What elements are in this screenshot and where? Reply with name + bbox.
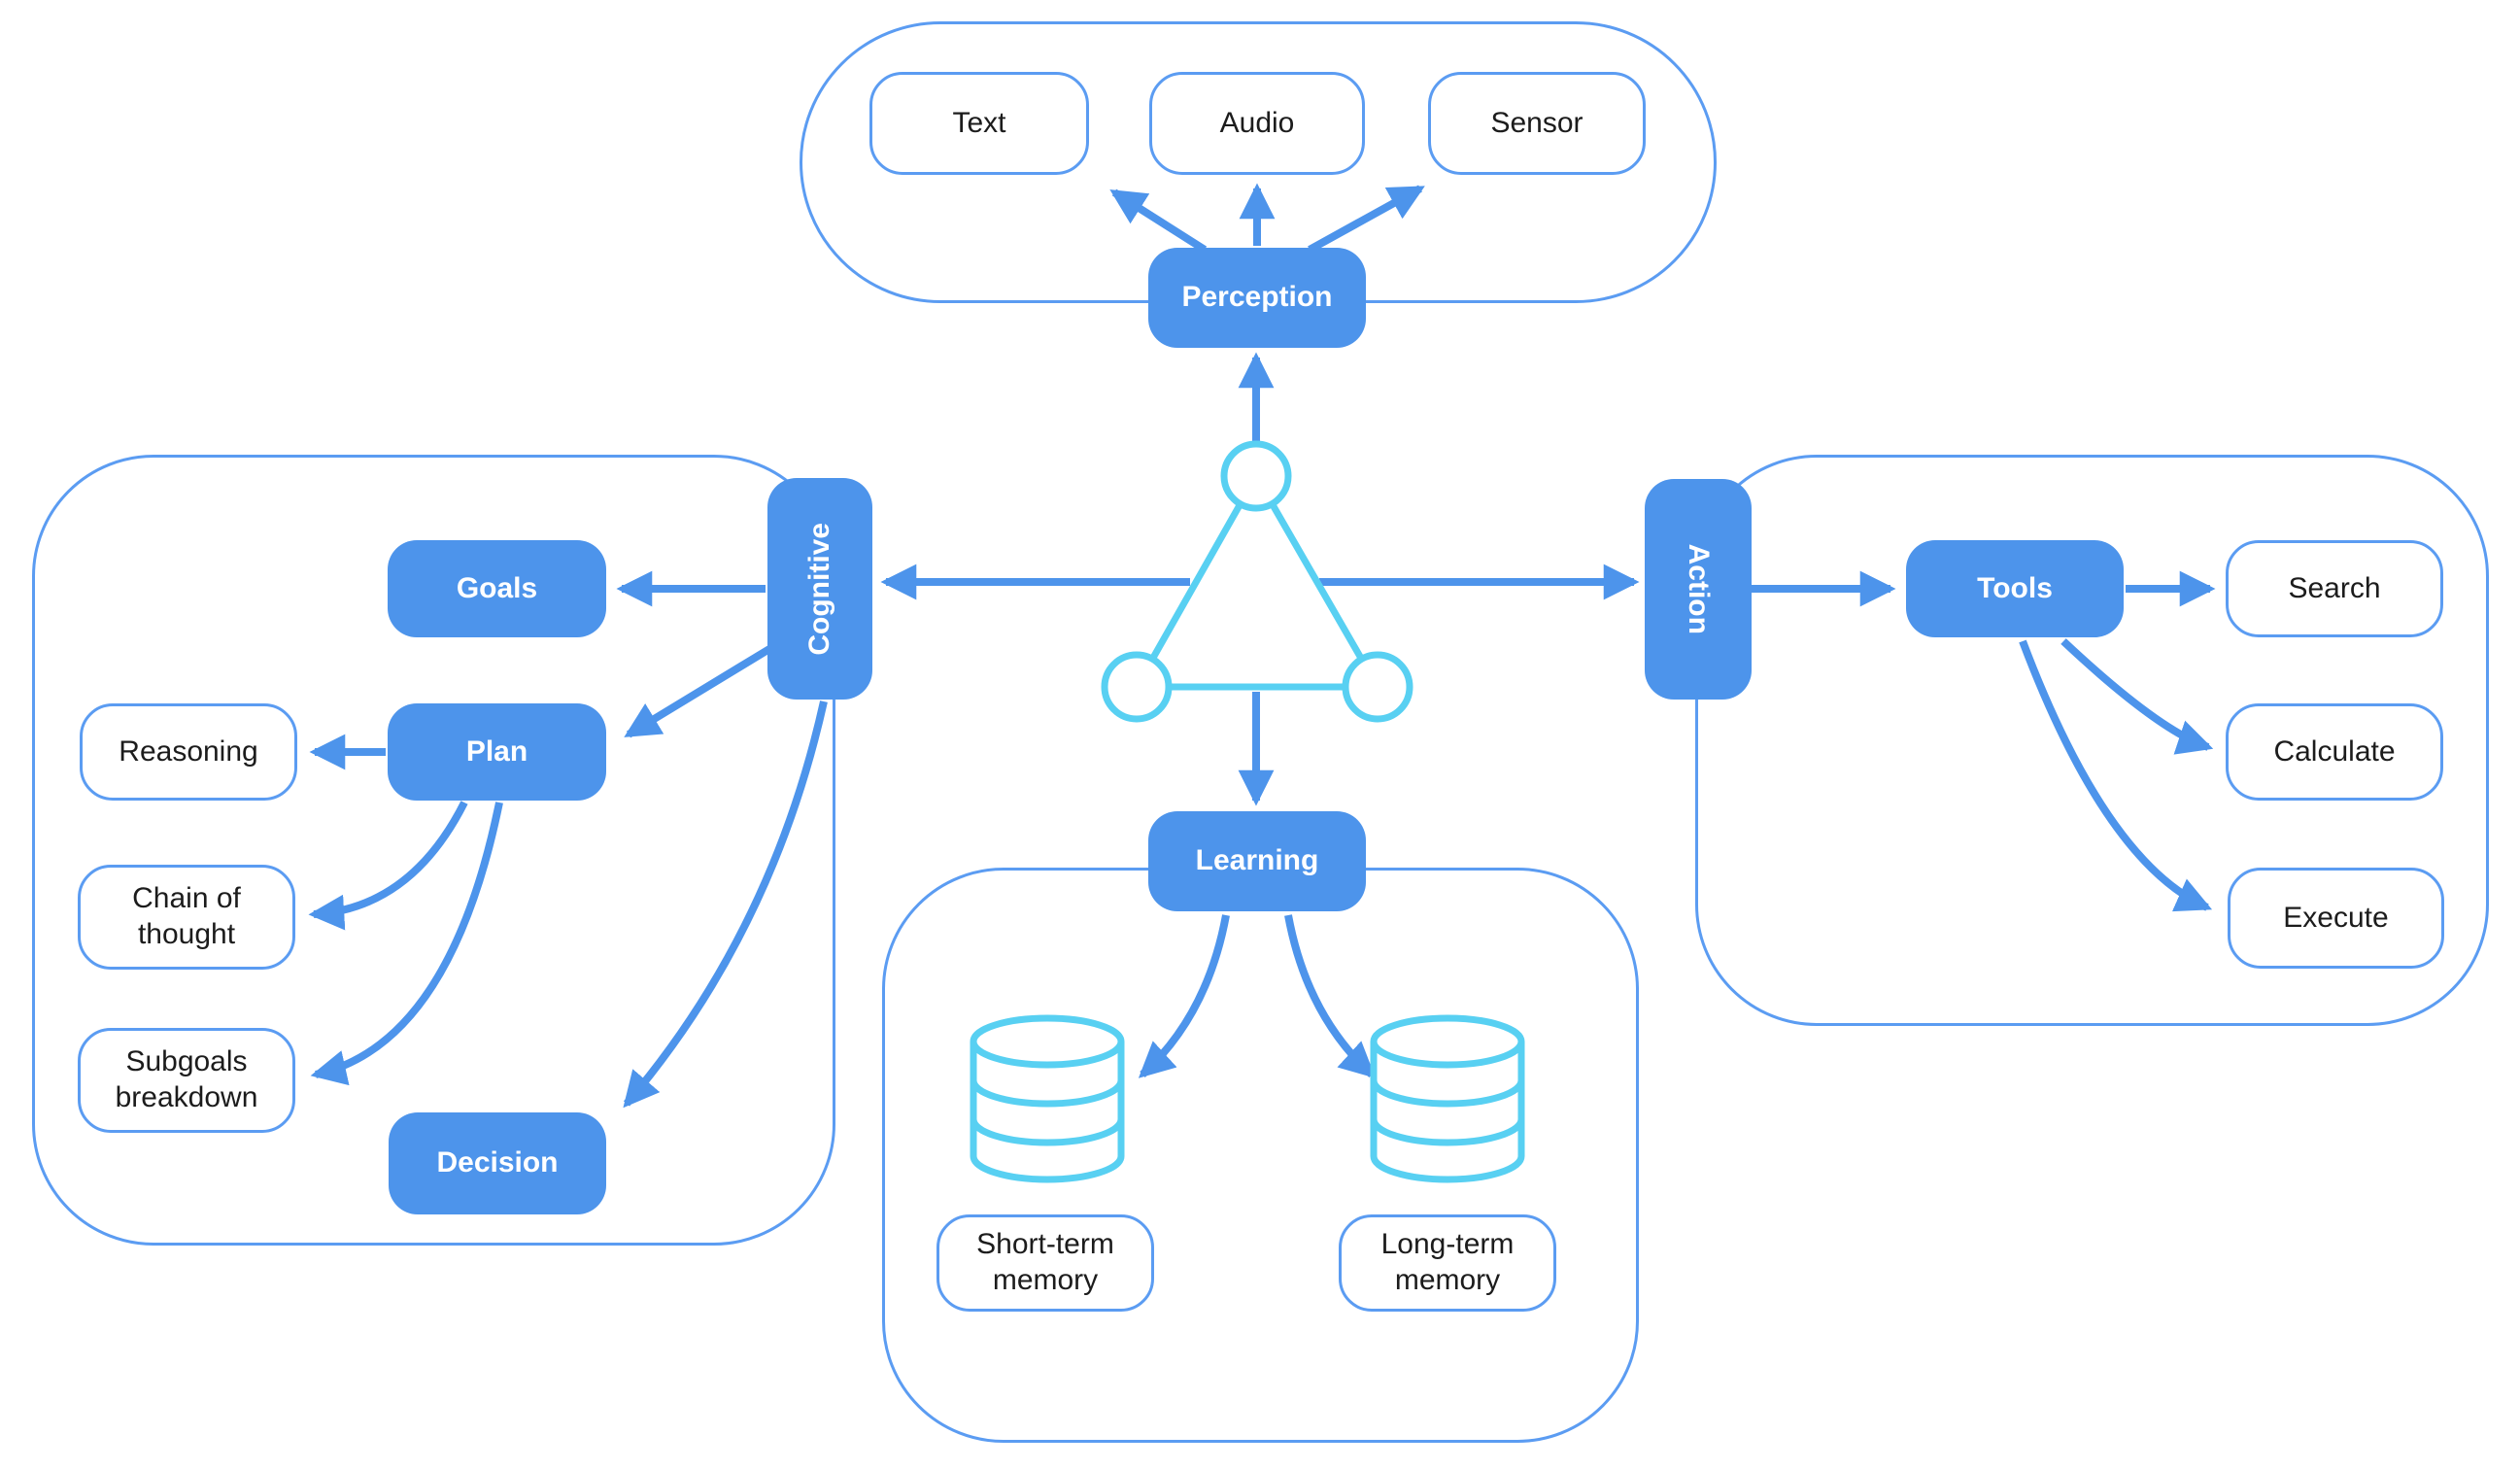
node-search: Search — [2226, 540, 2443, 637]
node-execute: Execute — [2228, 868, 2444, 969]
node-reasoning-label: Reasoning — [119, 734, 258, 768]
node-chain-of-thought-label: Chain of thought — [132, 882, 241, 950]
group-cognitive-container — [32, 455, 835, 1246]
node-plan: Plan — [388, 703, 606, 801]
node-tools: Tools — [1906, 540, 2124, 637]
group-memory-container — [882, 868, 1639, 1443]
group-action-container — [1695, 455, 2489, 1026]
node-plan-label: Plan — [465, 734, 528, 768]
node-goals: Goals — [388, 540, 606, 637]
node-action: Action — [1645, 479, 1752, 700]
agent-triangle-network-icon — [1101, 440, 1413, 723]
node-short-term-memory-label: Short-term memory — [976, 1228, 1114, 1296]
node-long-term-memory: Long-term memory — [1339, 1214, 1556, 1312]
node-search-label: Search — [2288, 571, 2381, 604]
node-text: Text — [869, 72, 1089, 175]
node-subgoals-breakdown-label: Subgoals breakdown — [115, 1045, 258, 1113]
node-reasoning: Reasoning — [80, 703, 297, 801]
node-learning: Learning — [1148, 811, 1366, 911]
node-text-label: Text — [952, 106, 1006, 139]
node-goals-label: Goals — [456, 571, 538, 604]
node-short-term-memory: Short-term memory — [936, 1214, 1154, 1312]
node-calculate-label: Calculate — [2273, 734, 2396, 768]
node-perception: Perception — [1148, 248, 1366, 348]
node-long-term-memory-label: Long-term memory — [1380, 1228, 1515, 1296]
node-decision-label: Decision — [436, 1146, 559, 1179]
node-audio-label: Audio — [1219, 106, 1295, 139]
node-cognitive-label: Cognitive — [802, 522, 835, 656]
node-action-label: Action — [1683, 543, 1716, 635]
node-sensor: Sensor — [1428, 72, 1646, 175]
node-chain-of-thought: Chain of thought — [78, 865, 295, 970]
node-subgoals-breakdown: Subgoals breakdown — [78, 1028, 295, 1133]
node-tools-label: Tools — [1977, 571, 2053, 604]
node-learning-label: Learning — [1195, 844, 1319, 877]
node-execute-label: Execute — [2283, 901, 2389, 934]
node-decision: Decision — [389, 1112, 606, 1214]
node-audio: Audio — [1149, 72, 1365, 175]
node-cognitive: Cognitive — [767, 478, 872, 700]
node-calculate: Calculate — [2226, 703, 2443, 801]
node-perception-label: Perception — [1181, 281, 1333, 314]
node-sensor-label: Sensor — [1490, 106, 1584, 139]
